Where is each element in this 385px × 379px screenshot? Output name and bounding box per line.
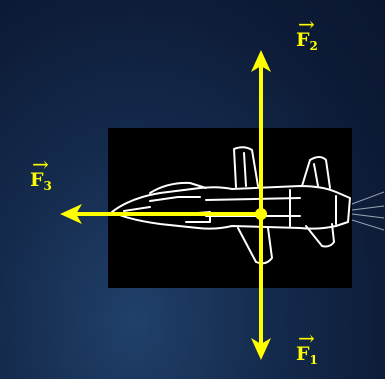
force-subscript: 3: [43, 179, 52, 194]
force-label-f3: → F3: [30, 154, 52, 194]
force-subscript: 1: [309, 353, 318, 368]
force-letter: F: [296, 343, 310, 365]
force-vectors: [60, 50, 271, 360]
fighter-jet-icon: [111, 146, 351, 265]
vector-arrow-icon: →: [298, 12, 315, 36]
center-of-mass-dot: [255, 208, 267, 220]
force-label-f2: → F2: [296, 14, 318, 54]
vector-arrow-icon: →: [298, 326, 315, 350]
vector-arrow-icon: →: [32, 152, 49, 176]
exhaust-plume: [351, 191, 385, 231]
force-subscript: 2: [309, 39, 318, 54]
force-letter: F: [296, 29, 310, 51]
force-f2-arrowhead: [251, 50, 271, 72]
force-label-f1: → F1: [296, 328, 318, 368]
force-letter: F: [30, 169, 44, 191]
force-f3-arrowhead: [60, 204, 82, 224]
force-f1-arrowhead: [251, 338, 271, 360]
